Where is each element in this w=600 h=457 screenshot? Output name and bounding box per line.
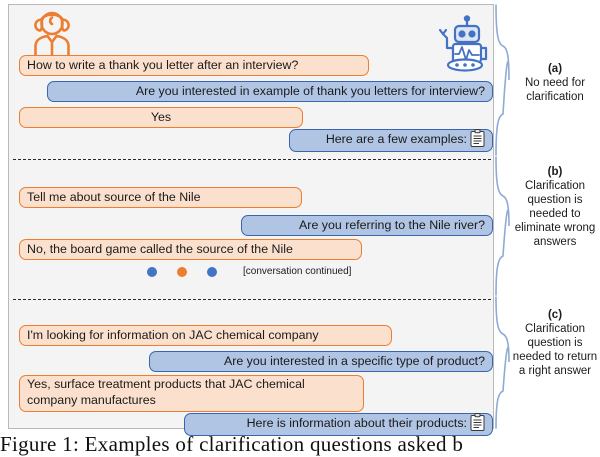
section-divider [13, 299, 491, 300]
conversation-dot-blue [207, 266, 217, 277]
chat-bubble-user[interactable]: No, the board game called the source of … [19, 239, 362, 260]
curly-brace-icon [494, 296, 512, 429]
section-tag-a: (a) [547, 63, 563, 75]
curly-brace-icon [494, 156, 512, 296]
section-caption-text-b: Clarification question is needed to elim… [514, 180, 596, 248]
chat-bubble-bot[interactable]: Are you interested in example of thank y… [47, 81, 493, 102]
clipboard-checklist-icon [470, 128, 485, 152]
user-person-icon [21, 9, 83, 64]
chat-examples-panel: How to write a thank you letter after an… [8, 4, 494, 436]
chat-bubble-bot[interactable]: Here are a few examples: [289, 128, 493, 152]
section-caption-text-c: Clarification question is needed to retu… [512, 323, 598, 377]
section-tag-c: (c) [547, 309, 563, 321]
chat-bubble-bot[interactable]: Here is information about their products… [184, 412, 493, 436]
conversation-continued-label: [conversation continued] [243, 266, 352, 277]
section-caption-b: (b) Clarification question is needed to … [512, 165, 598, 249]
conversation-dot-orange [177, 266, 187, 277]
conversation-continued-row: [conversation continued] [147, 266, 351, 277]
section-caption-text-a: No need for clarification [524, 77, 586, 103]
chat-bubble-user[interactable]: Tell me about source of the Nile [19, 187, 302, 208]
figure-caption: Figure 1: Examples of clarification ques… [0, 432, 464, 456]
chat-bubble-text: Here is information about their products… [246, 416, 467, 431]
section-divider [13, 159, 491, 160]
chat-bubble-user[interactable]: I'm looking for information on JAC chemi… [19, 325, 392, 346]
chat-bubble-user[interactable]: Yes [19, 107, 303, 128]
section-tag-b: (b) [547, 166, 563, 178]
section-caption-c: (c) Clarification question is needed to … [512, 308, 598, 378]
conversation-dot-blue [147, 266, 157, 277]
chat-bubble-user[interactable]: How to write a thank you letter after an… [19, 55, 369, 76]
chat-bubble-text: Here are a few examples: [325, 132, 467, 147]
robot-icon [437, 14, 493, 77]
chat-bubble-user[interactable]: Yes, surface treatment products that JAC… [19, 375, 364, 412]
section-caption-a: (a) No need for clarification [512, 62, 598, 104]
chat-bubble-bot[interactable]: Are you interested in a specific type of… [149, 351, 493, 372]
curly-brace-icon [494, 4, 512, 156]
clipboard-checklist-icon [470, 412, 485, 436]
chat-bubble-bot[interactable]: Are you referring to the Nile river? [241, 215, 493, 236]
